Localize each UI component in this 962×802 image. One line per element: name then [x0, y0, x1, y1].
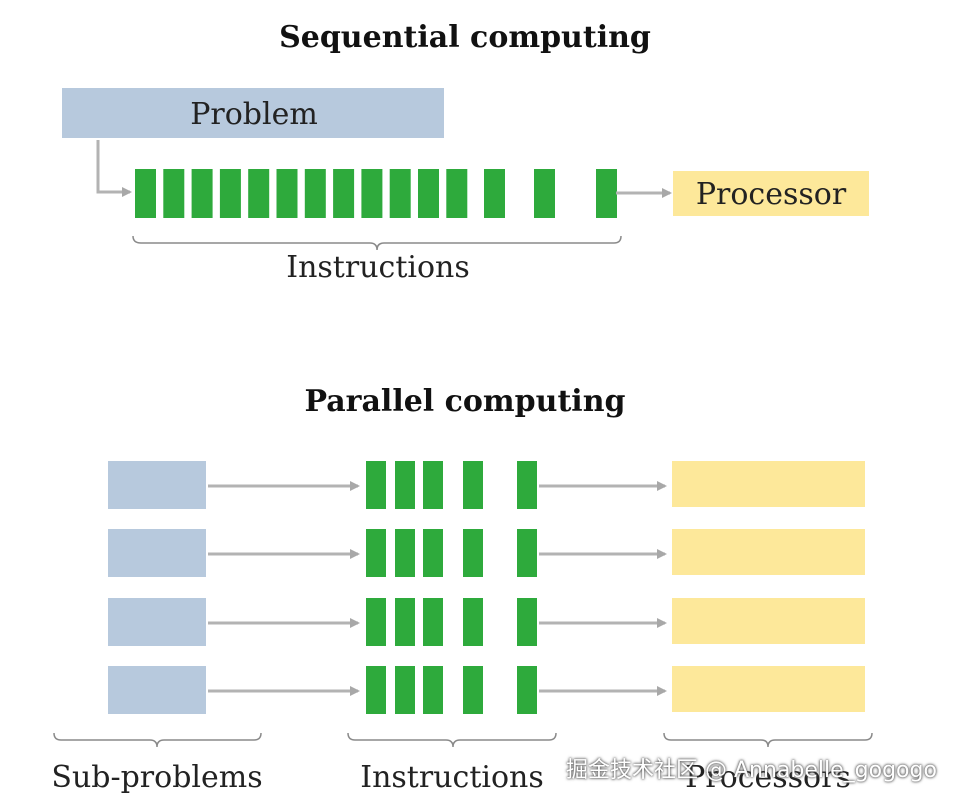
processors-brace-icon [663, 732, 873, 748]
instruction-block [446, 169, 468, 218]
instruction-block [361, 169, 383, 218]
instruction-block [366, 529, 386, 577]
sequential-instructions-label: Instructions [286, 250, 470, 285]
processor-label: Processor [696, 177, 847, 212]
subproblem-box [108, 529, 206, 577]
instruction-block [463, 666, 483, 714]
subproblem-box [108, 598, 206, 646]
instruction-block [395, 529, 415, 577]
problem-label: Problem [190, 97, 318, 132]
instruction-block [517, 461, 537, 509]
instruction-block [463, 461, 483, 509]
processor-box [672, 666, 865, 712]
instruction-block [366, 598, 386, 646]
instruction-block [534, 169, 555, 218]
instruction-block [191, 169, 213, 218]
instruction-block [395, 666, 415, 714]
parallel-title: Parallel computing [304, 384, 625, 419]
instruction-block [366, 461, 386, 509]
instruction-block [463, 598, 483, 646]
subproblem-box [108, 666, 206, 714]
watermark: 掘金技术社区 @ Annabelle_gogogo [566, 758, 937, 783]
instruction-block [135, 169, 156, 218]
instruction-block [484, 169, 505, 218]
problem-box [62, 88, 444, 138]
parallel-row [108, 529, 865, 577]
instruction-block [395, 461, 415, 509]
processor-box [672, 598, 865, 644]
instruction-block [333, 169, 355, 218]
instruction-block [304, 169, 326, 218]
sequential-title: Sequential computing [279, 20, 651, 55]
problem-to-instructions-arrow-icon [96, 140, 132, 197]
instruction-block [517, 598, 537, 646]
parallel-row [108, 461, 865, 509]
processor-box [672, 529, 865, 575]
processor-box [673, 171, 869, 216]
instruction-block [423, 529, 443, 577]
sequential-instruction-stream [135, 169, 617, 218]
parallel-instructions-label: Instructions [360, 760, 544, 795]
instruction-block [366, 666, 386, 714]
processors-label: Processors [685, 760, 851, 795]
instruction-block [219, 169, 241, 218]
instruction-block [163, 169, 185, 218]
instruction-block [248, 169, 270, 218]
subproblems-brace-icon [53, 732, 262, 748]
instruction-block [463, 529, 483, 577]
instruction-block [423, 461, 443, 509]
instruction-block [517, 666, 537, 714]
instruction-block [389, 169, 411, 218]
instruction-block [423, 666, 443, 714]
instruction-block [423, 598, 443, 646]
instruction-block [395, 598, 415, 646]
instruction-block [596, 169, 617, 218]
parallel-rows [108, 461, 865, 714]
instruction-block [276, 169, 298, 218]
processor-box [672, 461, 865, 507]
parallel-instructions-brace-icon [347, 732, 557, 748]
subproblem-box [108, 461, 206, 509]
sequential-instructions-brace-icon [132, 235, 622, 251]
instruction-block [517, 529, 537, 577]
instruction-block [418, 169, 439, 218]
subproblems-label: Sub-problems [51, 760, 262, 795]
parallel-row [108, 666, 865, 714]
parallel-row [108, 598, 865, 646]
